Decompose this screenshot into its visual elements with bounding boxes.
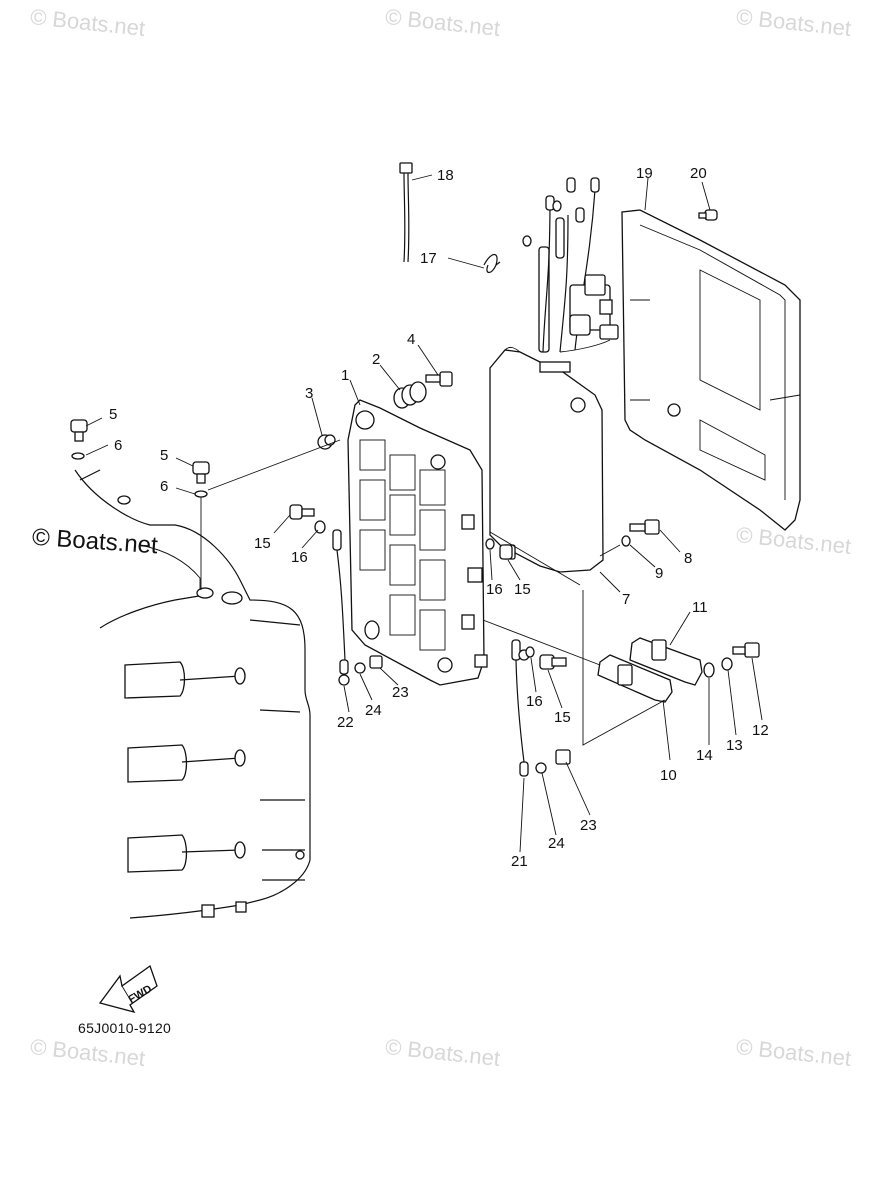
callout-22: 22 [337, 714, 354, 731]
fwd-arrow-icon: FWD [98, 964, 158, 1014]
callout-11: 11 [692, 599, 708, 616]
callout-23-upper: 23 [392, 684, 409, 701]
bracket-11 [629, 637, 703, 686]
callout-7: 7 [622, 591, 630, 608]
damper-2 [393, 381, 427, 409]
callout-numbers: 1 2 3 4 5 5 6 6 7 8 9 10 11 12 13 14 15 … [109, 165, 769, 870]
engine-block [74, 469, 311, 919]
bolt-12 [732, 642, 760, 658]
callout-13: 13 [726, 737, 743, 754]
callout-24-lower: 24 [548, 835, 565, 852]
ground-lead-21 [511, 639, 571, 777]
bolt-15-mid [499, 544, 513, 560]
callout-6-upper: 6 [114, 437, 122, 454]
callout-16-upper: 16 [291, 549, 308, 566]
bolt-4 [425, 371, 453, 387]
ground-lead-22 [332, 529, 383, 686]
callout-1: 1 [341, 367, 349, 384]
callout-15-upper: 15 [254, 535, 271, 552]
callout-17: 17 [420, 250, 437, 267]
wire-harness [522, 177, 619, 353]
callout-14: 14 [696, 747, 713, 764]
bolt-15-upper [289, 504, 326, 534]
callout-16-lower: 16 [526, 693, 543, 710]
callout-8: 8 [684, 550, 692, 567]
washer-13 [721, 657, 733, 671]
bolt-5-upper [70, 419, 88, 460]
callout-5-upper: 5 [109, 406, 117, 423]
callout-12: 12 [752, 722, 769, 739]
bracket-plate [347, 399, 488, 686]
clip-17 [483, 253, 501, 274]
callout-24-upper: 24 [365, 702, 382, 719]
callout-3: 3 [305, 385, 313, 402]
callout-5-lower: 5 [160, 447, 168, 464]
callout-21: 21 [511, 853, 528, 870]
bolt-8 [629, 519, 660, 535]
cdi-unit [489, 346, 604, 586]
callout-9: 9 [655, 565, 663, 582]
callout-15-lower: 15 [554, 709, 571, 726]
screw-20 [698, 209, 718, 221]
callout-19: 19 [636, 165, 653, 182]
cover-19 [621, 209, 801, 531]
callout-20: 20 [690, 165, 707, 182]
bolt-5-lower [192, 461, 210, 590]
callout-6-lower: 6 [160, 478, 168, 495]
callout-2: 2 [372, 351, 380, 368]
washer-16-mid [485, 538, 495, 550]
washer-14 [703, 662, 715, 678]
cable-tie-18 [399, 162, 413, 263]
washer-9 [621, 535, 631, 547]
callout-4: 4 [407, 331, 415, 348]
callout-10: 10 [660, 767, 677, 784]
callout-23-lower: 23 [580, 817, 597, 834]
leader-lines [85, 174, 763, 853]
callout-15-mid: 15 [514, 581, 531, 598]
callout-16-mid: 16 [486, 581, 503, 598]
part-code: 65J0010-9120 [78, 1020, 172, 1036]
bracket-10 [597, 654, 673, 703]
callout-18: 18 [437, 167, 454, 184]
